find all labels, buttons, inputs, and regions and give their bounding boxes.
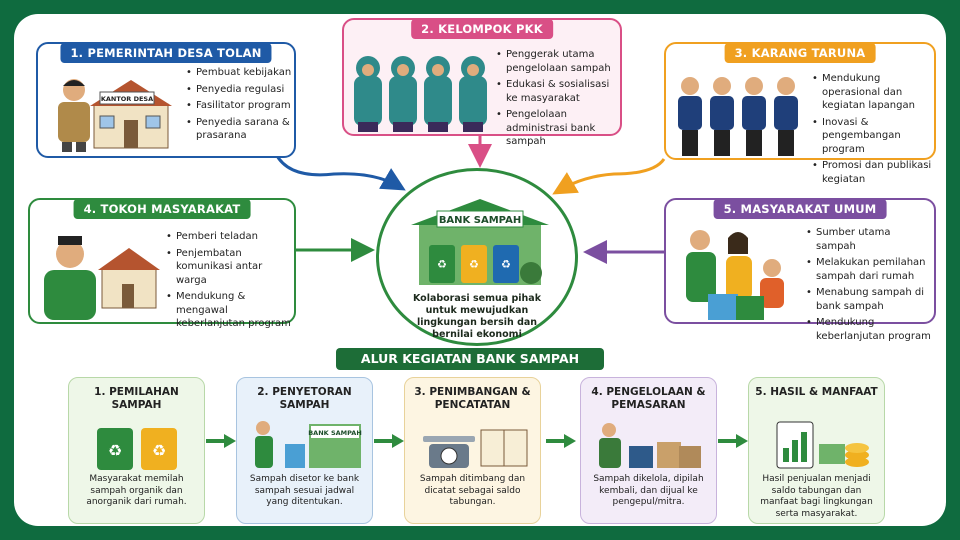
step-title: 4. PENGELOLAAN & PEMASARAN	[591, 386, 706, 411]
flow-arrow-icon	[718, 434, 748, 448]
step-title: 1. PEMILAHAN SAMPAH	[94, 386, 179, 411]
community-leader-illustration	[44, 236, 160, 320]
village-official-illustration: KANTOR DESA	[58, 79, 172, 152]
list-item: Pembuat kebijakan	[186, 66, 294, 80]
pkk-role-list: Penggerak utama pengelolaan sampah Eduka…	[496, 48, 620, 152]
list-item: Pemberi teladan	[166, 230, 292, 244]
flow-step-pengelolaan: 4. PENGELOLAAN & PEMASARAN Sampah dikelo…	[580, 377, 717, 524]
list-item: Mendukung keberlanjutan program	[806, 316, 932, 343]
flow-step-penimbangan: 3. PENIMBANGAN & PENCATATAN Sampah ditim…	[404, 377, 541, 524]
arrow-desa	[274, 153, 406, 191]
pkk-women-illustration	[354, 56, 487, 132]
step-description: Hasil penjualan menjadi saldo tabungan d…	[760, 474, 873, 520]
card-title: 1. PEMERINTAH DESA TOLAN	[60, 43, 272, 63]
list-item: Promosi dan publikasi kegiatan	[812, 159, 934, 186]
masyarakat-role-list: Sumber utama sampah Melakukan pemilahan …	[806, 226, 932, 346]
arrow-taruna	[552, 158, 666, 195]
svg-text:♻: ♻	[152, 441, 166, 460]
list-item: Mendukung & mengawal keberlanjutan progr…	[166, 290, 292, 331]
deposit-sign: BANK SAMPAH	[308, 429, 362, 437]
flow-step-pemilahan: 1. PEMILAHAN SAMPAH ♻ ♻ Masyarakat memil…	[68, 377, 205, 524]
list-item: Pengelolaan administrasi bank sampah	[496, 108, 620, 149]
list-item: Edukasi & sosialisasi ke masyarakat	[496, 78, 620, 105]
list-item: Inovasi & pengembangan program	[812, 116, 934, 157]
sorting-bins-icon: ♻ ♻	[97, 428, 177, 470]
card-title: 2. KELOMPOK PKK	[411, 19, 553, 39]
svg-text:♻: ♻	[501, 258, 511, 271]
list-item: Menabung sampah di bank sampah	[806, 286, 932, 313]
flow-arrow-icon	[206, 434, 236, 448]
flow-arrow-icon	[546, 434, 576, 448]
step-title: 5. HASIL & MANFAAT	[755, 386, 878, 398]
flow-step-hasil: 5. HASIL & MANFAAT Hasil penjualan menja…	[748, 377, 885, 524]
list-item: Penggerak utama pengelolaan sampah	[496, 48, 620, 75]
card-masyarakat-umum: 5. MASYARAKAT UMUM Sumber utama sampah M…	[664, 198, 936, 342]
processing-icon	[599, 423, 701, 468]
flow-step-penyetoran: 2. PENYETORAN SAMPAH BANK SAMPAH Sampah …	[236, 377, 373, 524]
card-title: 5. MASYARAKAT UMUM	[713, 199, 887, 219]
bank-sampah-building-icon: BANK SAMPAH ♻ ♻ ♻	[411, 199, 549, 285]
list-item: Penyedia sarana & prasarana	[186, 116, 294, 143]
step-title: 3. PENIMBANGAN & PENCATATAN	[414, 386, 531, 411]
card-pemerintah-desa: 1. PEMERINTAH DESA TOLAN KANTOR DESA Pem…	[36, 42, 296, 158]
savings-icon	[776, 421, 869, 469]
list-item: Penjembatan komunikasi antar warga	[166, 247, 292, 288]
card-karang-taruna: 3. KARANG TARUNA Mendukung operasional d…	[664, 42, 936, 185]
step-description: Masyarakat memilah sampah organik dan an…	[86, 474, 187, 508]
list-item: Melakukan pemilahan sampah dari rumah	[806, 256, 932, 283]
svg-text:♻: ♻	[108, 441, 122, 460]
deposit-icon: BANK SAMPAH	[255, 421, 362, 468]
card-title: 4. TOKOH MASYARAKAT	[73, 199, 251, 219]
flow-section-title: ALUR KEGIATAN BANK SAMPAH	[336, 348, 604, 370]
step-description: Sampah dikelola, dipilah kembali, dan di…	[593, 474, 704, 508]
kantor-desa-sign: KANTOR DESA	[101, 95, 153, 103]
list-item: Sumber utama sampah	[806, 226, 932, 253]
card-tokoh-masyarakat: 4. TOKOH MASYARAKAT Pemberi teladan Penj…	[28, 198, 296, 329]
list-item: Fasilitator program	[186, 99, 294, 113]
step-description: Sampah ditimbang dan dicatat sebagai sal…	[419, 474, 526, 508]
infographic-canvas: 1. PEMERINTAH DESA TOLAN KANTOR DESA Pem…	[14, 14, 946, 526]
card-kelompok-pkk: 2. KELOMPOK PKK Penggerak utama pengelol…	[342, 18, 622, 147]
youth-group-illustration	[678, 77, 798, 156]
family-illustration	[686, 230, 784, 320]
bank-sampah-sign: BANK SAMPAH	[439, 215, 521, 226]
svg-text:♻: ♻	[469, 258, 479, 271]
list-item: Mendukung operasional dan kegiatan lapan…	[812, 72, 934, 113]
list-item: Penyedia regulasi	[186, 83, 294, 97]
step-description: Sampah disetor ke bank sampah sesuai jad…	[249, 474, 360, 508]
desa-role-list: Pembuat kebijakan Penyedia regulasi Fasi…	[186, 66, 294, 146]
svg-text:♻: ♻	[437, 258, 447, 271]
bank-sampah-hub: BANK SAMPAH ♻ ♻ ♻ Kolaborasi semua pihak…	[376, 168, 578, 346]
collaboration-caption: Kolaborasi semua pihak untuk mewujudkan …	[412, 293, 542, 340]
step-title: 2. PENYETORAN SAMPAH	[257, 386, 352, 411]
tokoh-role-list: Pemberi teladan Penjembatan komunikasi a…	[166, 230, 292, 334]
taruna-role-list: Mendukung operasional dan kegiatan lapan…	[812, 72, 934, 189]
card-title: 3. KARANG TARUNA	[724, 43, 876, 63]
flow-arrow-icon	[374, 434, 404, 448]
scale-and-ledger-icon	[423, 429, 528, 468]
